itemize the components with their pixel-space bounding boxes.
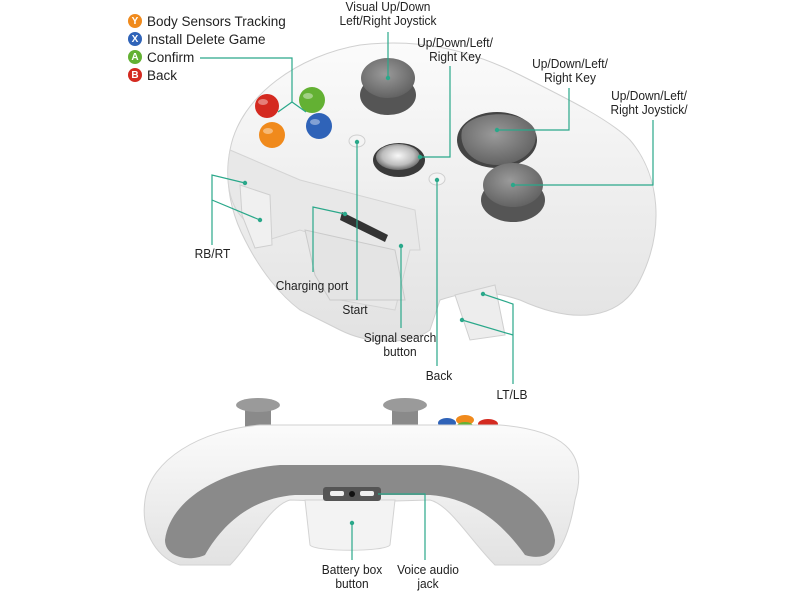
callout-lt-lb: LT/LB (496, 387, 528, 402)
callout-line: Visual Up/Down (345, 0, 431, 14)
bottom-controller (143, 398, 580, 566)
callout-line: Signal search (363, 330, 437, 345)
callout-dpad-key-right: Up/Down/Left/ Right Key (524, 57, 616, 85)
legend-label-b: Back (147, 67, 178, 83)
callout-line: button (383, 344, 417, 359)
callout-line: Right Key (429, 49, 481, 64)
button-legend: Y Body Sensors Tracking X Install Delete… (128, 12, 286, 84)
callout-line: Up/Down/Left/ (611, 88, 687, 103)
top-controller (227, 42, 657, 342)
x-button (306, 113, 332, 139)
callout-line: Left/Right Joystick (339, 13, 437, 28)
x-button-icon: X (128, 32, 142, 46)
callout-start: Start (342, 302, 368, 317)
callout-charging-port: Charging port (275, 278, 349, 293)
leader-lines (200, 32, 654, 560)
callout-signal-search: Signal search button (354, 331, 446, 359)
b-button (255, 94, 279, 118)
callout-line: Up/Down/Left/ (417, 35, 493, 50)
legend-label-x: Install Delete Game (147, 31, 266, 47)
legend-item-y: Y Body Sensors Tracking (128, 12, 286, 30)
callout-line: Battery box (321, 562, 383, 577)
legend-label-a: Confirm (147, 49, 195, 65)
callout-line: jack (417, 576, 439, 591)
legend-item-a: A Confirm (128, 48, 286, 66)
a-button-green (299, 87, 325, 113)
callout-line: Right Key (544, 70, 596, 85)
callout-rb-rt: RB/RT (194, 246, 231, 261)
a-button-icon: A (128, 50, 142, 64)
y-button-icon: Y (128, 14, 142, 28)
callout-visual-joystick: Visual Up/Down Left/Right Joystick (324, 0, 453, 28)
callout-dpad-key-left: Up/Down/Left/ Right Key (409, 36, 501, 64)
callout-line: Voice audio (397, 562, 459, 577)
callout-right-joystick: Up/Down/Left/ Right Joystick/ (598, 89, 699, 117)
callout-battery-box: Battery box button (315, 563, 389, 591)
legend-item-b: B Back (128, 66, 286, 84)
callout-voice-audio-jack: Voice audio jack (391, 563, 465, 591)
y-button (259, 122, 285, 148)
callout-line: Up/Down/Left/ (532, 56, 608, 71)
b-button-icon: B (128, 68, 142, 82)
legend-item-x: X Install Delete Game (128, 30, 286, 48)
callout-back: Back (425, 368, 453, 383)
legend-label-y: Body Sensors Tracking (147, 13, 286, 29)
callout-line: Right Joystick/ (610, 102, 688, 117)
callout-line: button (335, 576, 369, 591)
